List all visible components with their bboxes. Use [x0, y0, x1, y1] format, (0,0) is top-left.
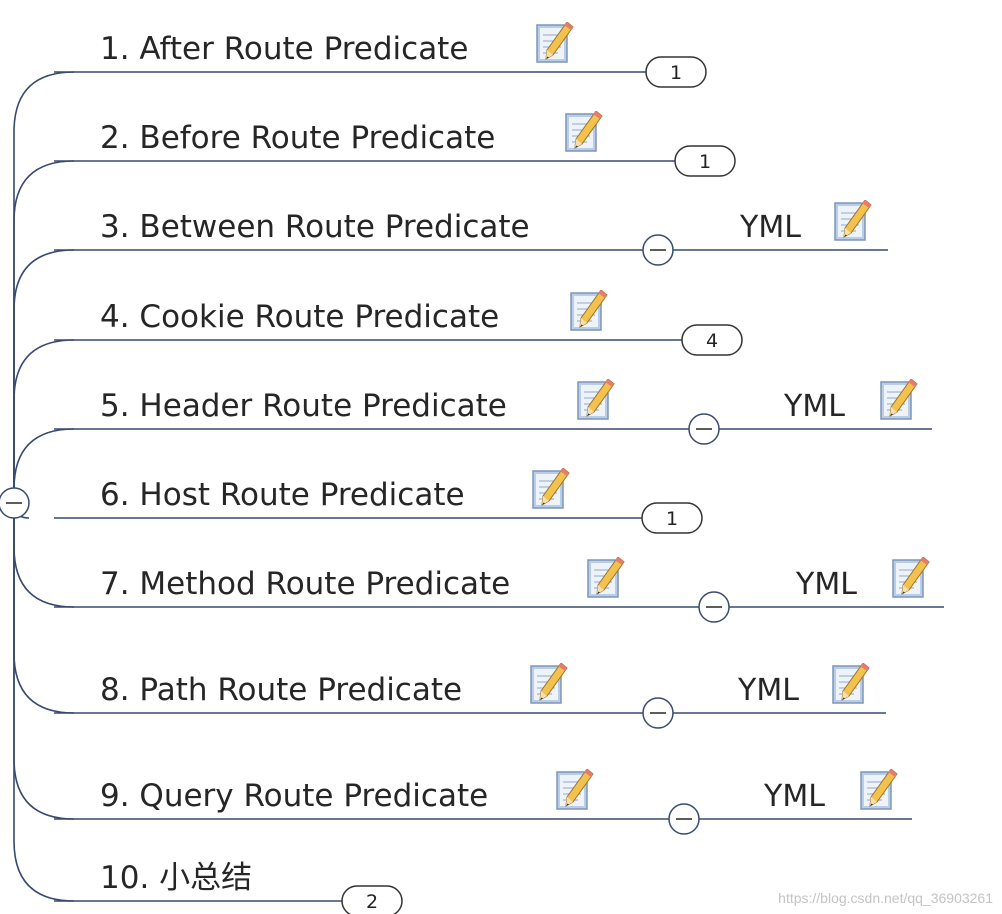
child-node[interactable]: YML [699, 769, 912, 820]
topic-label[interactable]: 6. Host Route Predicate [100, 477, 465, 513]
topic-label[interactable]: 2. Before Route Predicate [100, 120, 495, 156]
topic-node[interactable]: 3. Between Route Predicate YML [54, 200, 888, 266]
branch-connector [13, 503, 75, 902]
topic-node[interactable]: 9. Query Route Predicate YML [54, 769, 912, 835]
badge-pill [674, 145, 736, 177]
child-label[interactable]: YML [783, 389, 845, 424]
topic-node[interactable]: 1. After Route Predicate 1 [54, 22, 707, 88]
badge-pill [681, 324, 743, 356]
collapsed-count-badge[interactable]: 1 [645, 56, 707, 88]
branch-connector [13, 249, 75, 503]
note-pencil-icon[interactable] [577, 379, 615, 420]
collapse-toggle[interactable] [698, 591, 730, 623]
topic-label[interactable]: 10. 小总结 [100, 860, 252, 896]
badge-count: 1 [670, 62, 682, 84]
child-label[interactable]: YML [763, 779, 825, 814]
child-node[interactable]: YML [673, 663, 886, 714]
note-pencil-icon[interactable] [834, 200, 872, 241]
note-pencil-icon[interactable] [565, 111, 603, 152]
edges-layer [13, 71, 75, 902]
branch-connector [13, 503, 75, 714]
root-collapse-toggle[interactable] [0, 487, 30, 519]
topic-node[interactable]: 7. Method Route Predicate YML [54, 557, 944, 623]
collapsed-count-badge[interactable]: 4 [681, 324, 743, 356]
child-label[interactable]: YML [739, 210, 801, 245]
branch-connector [13, 160, 75, 503]
root-layer [0, 487, 30, 519]
child-node[interactable]: YML [729, 557, 944, 608]
badge-pill [645, 56, 707, 88]
collapsed-count-badge[interactable]: 2 [341, 885, 403, 914]
watermark-text: https://blog.csdn.net/qq_36903261 [778, 890, 993, 906]
topic-label[interactable]: 8. Path Route Predicate [100, 672, 462, 708]
badge-pill [641, 502, 703, 534]
collapsed-count-badge[interactable]: 1 [641, 502, 703, 534]
collapsed-count-badge[interactable]: 1 [674, 145, 736, 177]
child-node[interactable]: YML [719, 379, 932, 430]
topic-label[interactable]: 4. Cookie Route Predicate [100, 299, 499, 335]
badge-count: 1 [666, 508, 678, 530]
branch-connector [13, 503, 75, 820]
note-pencil-icon[interactable] [536, 22, 574, 63]
badge-count: 2 [366, 891, 378, 913]
note-pencil-icon[interactable] [570, 290, 608, 331]
badge-count: 4 [706, 330, 718, 352]
topic-label[interactable]: 9. Query Route Predicate [100, 778, 488, 814]
topic-node[interactable]: 10. 小总结 2 [54, 860, 403, 914]
note-pencil-icon[interactable] [892, 557, 930, 598]
collapse-toggle[interactable] [642, 234, 674, 266]
note-pencil-icon[interactable] [587, 557, 625, 598]
branch-connector [13, 339, 75, 503]
collapse-toggle[interactable] [668, 803, 700, 835]
child-label[interactable]: YML [737, 673, 799, 708]
topic-node[interactable]: 5. Header Route Predicate YML [54, 379, 932, 445]
topic-node[interactable]: 6. Host Route Predicate 1 [54, 468, 703, 534]
note-pencil-icon[interactable] [556, 769, 594, 810]
topic-node[interactable]: 4. Cookie Route Predicate 4 [54, 290, 743, 356]
note-pencil-icon[interactable] [530, 663, 568, 704]
child-label[interactable]: YML [795, 567, 857, 602]
topic-label[interactable]: 1. After Route Predicate [100, 31, 468, 67]
topic-label[interactable]: 5. Header Route Predicate [100, 388, 507, 424]
branch-connector [13, 71, 75, 503]
topic-node[interactable]: 2. Before Route Predicate 1 [54, 111, 736, 177]
child-node[interactable]: YML [673, 200, 888, 251]
topic-label[interactable]: 3. Between Route Predicate [100, 209, 530, 245]
topic-label[interactable]: 7. Method Route Predicate [100, 566, 510, 602]
note-pencil-icon[interactable] [532, 468, 570, 509]
collapse-toggle[interactable] [688, 413, 720, 445]
badge-count: 1 [699, 151, 711, 173]
branch-connector [13, 428, 75, 503]
topic-node[interactable]: 8. Path Route Predicate YML [54, 663, 886, 729]
note-pencil-icon[interactable] [860, 769, 898, 810]
collapse-toggle[interactable] [642, 697, 674, 729]
note-pencil-icon[interactable] [880, 379, 918, 420]
note-pencil-icon[interactable] [832, 663, 870, 704]
badge-pill [341, 885, 403, 914]
